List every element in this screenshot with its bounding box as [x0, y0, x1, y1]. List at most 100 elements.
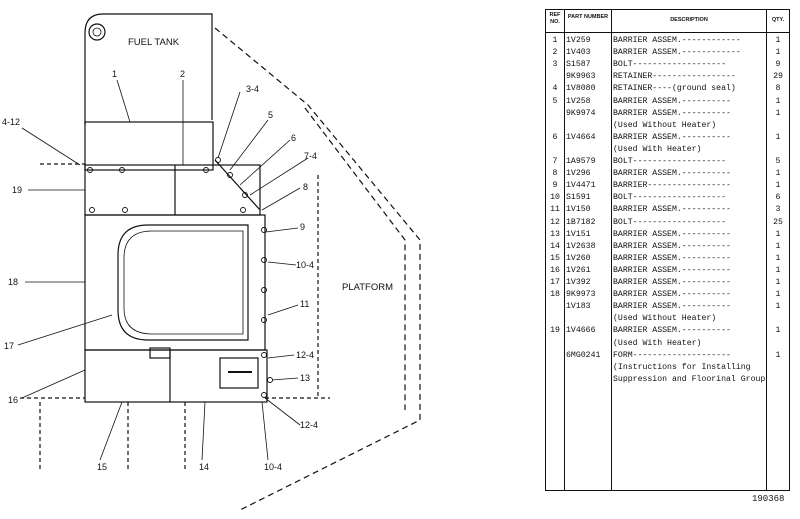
- cell-ref-no: 8: [552, 169, 558, 179]
- label-platform: PLATFORM: [342, 282, 393, 293]
- cell-part-number: 1V392: [566, 278, 591, 287]
- barrier-assembly-lower: [84, 349, 268, 403]
- cell-qty: 9: [775, 60, 781, 70]
- cell-part-number: S1587: [566, 60, 591, 70]
- cell-part-number: S1591: [566, 193, 591, 203]
- callout-7-4: 7-4: [304, 151, 317, 161]
- cell-part-number: 1V403: [566, 48, 591, 58]
- cell-part-number: 1V2638: [566, 241, 596, 251]
- cell-ref-no: 16: [550, 265, 560, 275]
- cell-ref-no: 19: [550, 326, 560, 336]
- cell-part-number: 9K9963: [566, 72, 596, 82]
- callout-1: 1: [112, 69, 117, 79]
- cell-description: RETAINER-----------------: [613, 72, 736, 82]
- callout-5: 5: [268, 110, 273, 120]
- header-description: DESCRIPTION: [670, 17, 708, 23]
- table-row: (Used With Heater): [546, 144, 789, 155]
- cell-part-number: 1V258: [566, 96, 591, 106]
- cell-description: BOLT-------------------: [613, 60, 727, 70]
- cell-description: BARRIER ASSEM.------------: [613, 36, 741, 45]
- cell-ref-no: 7: [552, 157, 558, 166]
- cell-part-number: 9K9974: [566, 108, 596, 118]
- cell-qty: 25: [773, 217, 783, 227]
- callout-11: 11: [300, 299, 309, 309]
- cell-part-number: 9K9973: [566, 290, 596, 300]
- cell-description: BARRIER ASSEM.----------: [613, 253, 731, 263]
- callout-6: 6: [291, 133, 296, 143]
- cell-qty: 1: [775, 229, 781, 239]
- cell-part-number: 1V4666: [566, 326, 596, 336]
- cell-ref-no: 13: [550, 229, 560, 239]
- exploded-parts-diagram: FUEL TANK PLATFORM 1 2 3-4 4-12 5 6 7-4 …: [2, 13, 421, 511]
- cell-description: (Used Without Heater): [613, 120, 717, 130]
- table-row: Suppression and Floorinal Group): [546, 374, 789, 385]
- label-fuel-tank: FUEL TANK: [128, 37, 180, 48]
- cell-ref-no: 3: [552, 60, 558, 70]
- cell-description: BARRIER ASSEM.----------: [613, 278, 731, 287]
- cell-description: BARRIER ASSEM.------------: [613, 48, 741, 58]
- cell-qty: 3: [775, 205, 781, 215]
- cell-qty: 1: [775, 96, 781, 106]
- cell-description: BARRIER ASSEM.----------: [613, 169, 731, 179]
- cell-description: (Used With Heater): [613, 338, 702, 348]
- cell-description: BARRIER ASSEM.----------: [613, 229, 731, 239]
- cell-part-number: 1V296: [566, 169, 591, 179]
- callout-14: 14: [199, 462, 209, 472]
- callout-10-4: 10-4: [296, 260, 314, 270]
- cell-qty: 5: [775, 157, 781, 166]
- cell-qty: 1: [775, 302, 781, 312]
- cell-description: (Used Without Heater): [613, 314, 717, 324]
- cell-description: BARRIER ASSEM.----------: [613, 241, 731, 251]
- cell-qty: 8: [775, 84, 781, 94]
- cell-qty: 29: [773, 72, 783, 82]
- cell-description: BARRIER ASSEM.----------: [613, 132, 731, 142]
- cell-part-number: 1V259: [566, 36, 591, 45]
- callout-10-4-lower: 10-4: [264, 462, 282, 472]
- cell-ref-no: 2: [552, 48, 558, 58]
- callout-4-12: 4-12: [2, 117, 20, 127]
- barrier-assembly-upper: [84, 121, 214, 171]
- cell-qty: 1: [775, 181, 781, 191]
- cell-description: BOLT-------------------: [613, 217, 727, 227]
- table-row: 5 1V258 BARRIER ASSEM.---------- 1: [546, 96, 789, 107]
- cell-qty: 1: [775, 108, 781, 118]
- cell-qty: 1: [775, 132, 781, 142]
- table-row: (Used Without Heater): [546, 120, 789, 131]
- cell-part-number: 6MG0241: [566, 350, 601, 360]
- callout-15: 15: [97, 462, 107, 472]
- illustration-number: 190368: [752, 494, 785, 504]
- callout-3-4: 3-4: [246, 84, 259, 94]
- platform-outline: [214, 27, 421, 511]
- header-part-number: PART NUMBER: [567, 14, 609, 20]
- cell-ref-no: 18: [550, 290, 560, 300]
- main-barrier-panel: [84, 214, 266, 351]
- cell-ref-no: 15: [550, 253, 560, 263]
- cell-qty: 1: [775, 241, 781, 251]
- cell-ref-no: 5: [552, 96, 558, 106]
- cell-part-number: 1V183: [566, 302, 591, 312]
- cell-ref-no: 1: [552, 36, 558, 45]
- cell-part-number: 1V4664: [566, 132, 596, 142]
- cell-description: (Instructions for Installing: [613, 362, 751, 372]
- callout-9: 9: [300, 222, 305, 232]
- cell-description: BARRIER ASSEM.----------: [613, 96, 731, 106]
- cell-qty: 1: [775, 290, 781, 300]
- callout-19: 19: [12, 185, 22, 195]
- callout-2: 2: [180, 69, 185, 79]
- callout-13: 13: [300, 373, 310, 383]
- callout-12-4: 12-4: [296, 350, 314, 360]
- table-row: (Instructions for Installing: [546, 362, 789, 373]
- cell-qty: 1: [775, 36, 781, 45]
- cell-description: BOLT-------------------: [613, 157, 727, 166]
